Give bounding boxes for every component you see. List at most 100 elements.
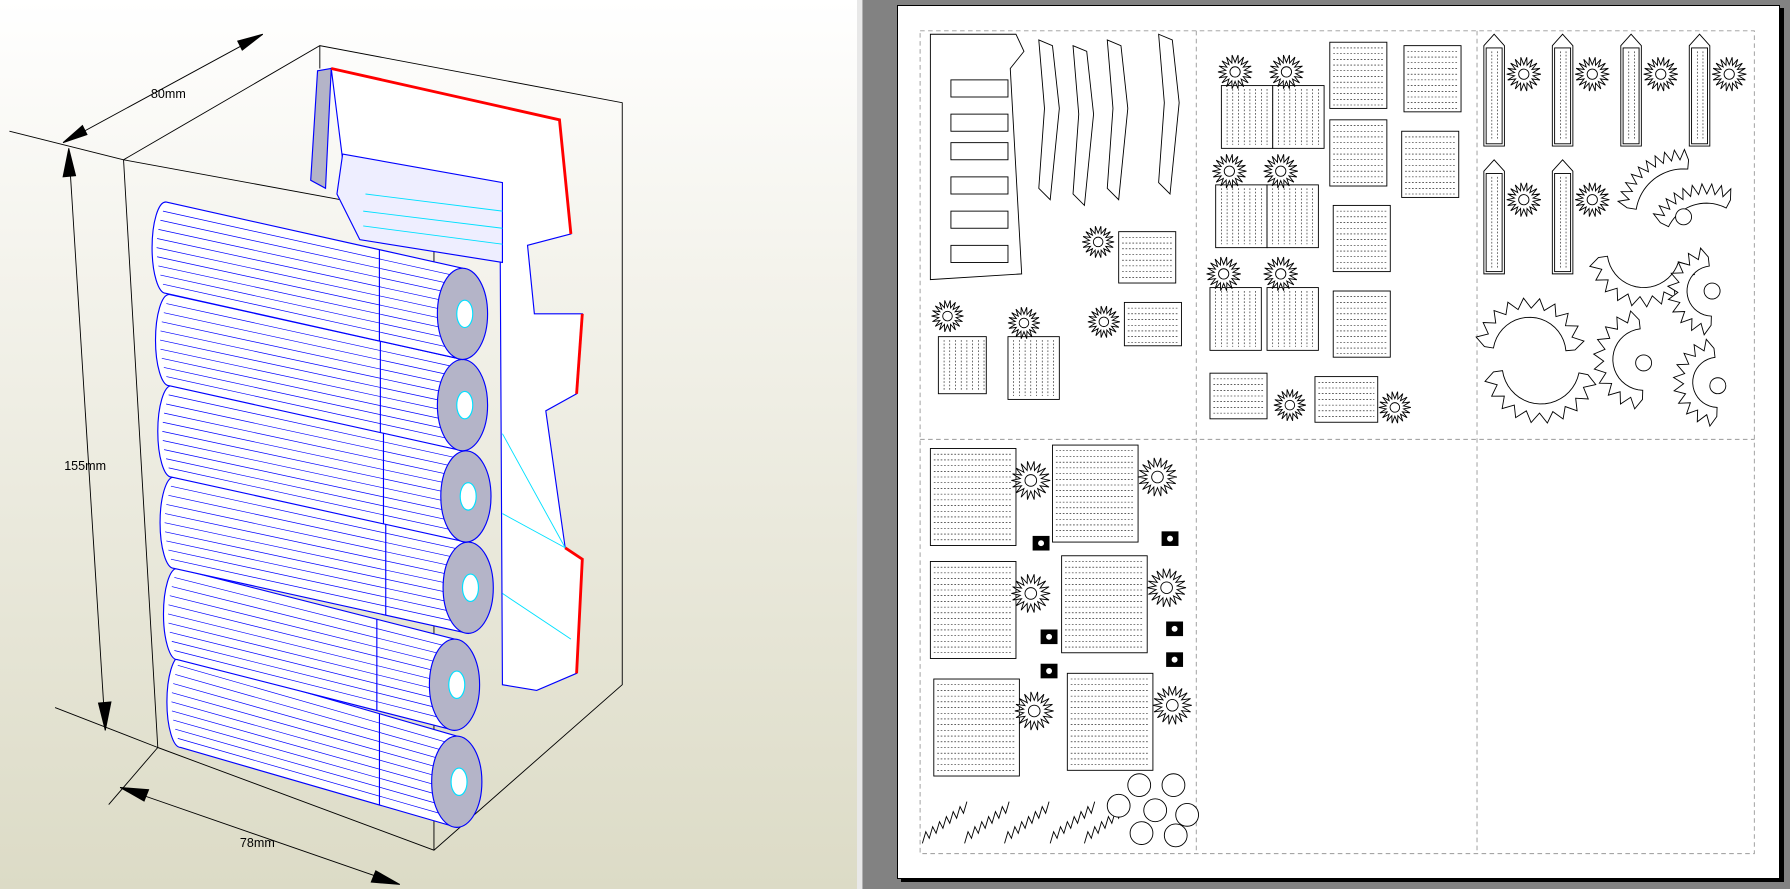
gear-arc-part: [1652, 182, 1732, 228]
dimension-annotations: [9, 33, 400, 885]
pattern-part: [1314, 376, 1379, 423]
gear-part: [1014, 691, 1054, 731]
pattern-part: [1403, 45, 1462, 113]
cylinder-hole: [448, 670, 466, 699]
pattern-part: [1118, 231, 1177, 284]
gear-part: [1082, 226, 1115, 258]
pattern-part: [1401, 130, 1460, 198]
cylinder-hole: [459, 482, 477, 511]
gear-part: [1712, 57, 1747, 92]
gear-part: [1011, 574, 1051, 613]
gear-arc-part: [1672, 338, 1718, 428]
slot: [950, 244, 1009, 263]
gear-arc-part: [1484, 370, 1597, 424]
pattern-part: [1622, 47, 1640, 145]
cylinder-hole: [456, 299, 474, 329]
slot: [950, 142, 1009, 161]
slot: [950, 113, 1009, 132]
thin-strip-part: [1106, 39, 1129, 201]
cylinder: [162, 567, 481, 732]
gear-part: [931, 300, 964, 333]
pattern-part: [1061, 555, 1148, 654]
gear-arc-part: [1666, 247, 1712, 336]
gear-part: [1137, 457, 1177, 497]
model-backplate: [310, 67, 584, 692]
gear-part: [1575, 182, 1610, 217]
pattern-part: [933, 678, 1020, 777]
slot: [950, 176, 1009, 195]
circle-part: [1127, 773, 1152, 798]
thin-strip-part: [1038, 39, 1060, 201]
circle-part: [1161, 773, 1186, 798]
cylinder-hole: [461, 573, 480, 602]
slot: [950, 210, 1009, 229]
pattern-part: [1332, 290, 1391, 358]
pattern-part: [1220, 85, 1274, 149]
gear-part: [1506, 57, 1542, 92]
circle-part: [1143, 798, 1168, 823]
pattern-part: [1215, 184, 1268, 249]
pattern-part: [1272, 85, 1325, 149]
gear-part: [1212, 154, 1247, 189]
zigzag-strip-part: [921, 801, 968, 844]
gear-part: [1506, 182, 1542, 217]
pattern-part: [1691, 47, 1708, 145]
gear-part: [1378, 391, 1411, 424]
gear-part: [1643, 57, 1678, 92]
pattern-part: [1485, 47, 1503, 145]
gear-arc-part: [1475, 297, 1585, 352]
pattern-part: [1066, 672, 1154, 771]
cylinder: [151, 201, 489, 361]
pattern-part: [929, 448, 1017, 546]
pattern-part: [1266, 184, 1319, 249]
depth-dimension-label: 80mm: [151, 87, 186, 101]
cylinder: [166, 655, 483, 829]
circle-part: [1175, 802, 1200, 827]
pattern-part: [1007, 336, 1060, 400]
cylinder-hole: [450, 767, 468, 796]
gear-part: [1269, 54, 1304, 89]
circle-part: [1106, 793, 1131, 818]
pattern-part: [1554, 173, 1572, 273]
slot: [950, 79, 1009, 98]
hole: [1675, 208, 1693, 226]
gear-part: [1263, 256, 1298, 291]
pattern-part: [1554, 47, 1572, 145]
pattern-part: [1329, 41, 1388, 109]
gear-arc-part: [1616, 148, 1690, 210]
circle-part: [1129, 821, 1154, 845]
gear-arc-part: [1592, 310, 1644, 410]
hole: [1709, 377, 1727, 395]
hole: [1703, 282, 1721, 300]
cylinder: [159, 476, 494, 635]
model-cylinders: [151, 201, 494, 829]
zigzag-strip-part: [1049, 801, 1096, 844]
gear-part: [1273, 389, 1306, 422]
page-grid-dashed: [919, 30, 1755, 855]
gear-part: [1152, 685, 1192, 725]
pattern-part: [929, 561, 1017, 659]
gear-part: [1206, 256, 1241, 291]
cylinder-hole: [456, 390, 474, 420]
width-dimension-label: 78mm: [240, 836, 275, 850]
panel-splitter[interactable]: [857, 0, 863, 889]
gear-part: [1147, 568, 1187, 607]
cylinder: [154, 293, 489, 452]
hole: [1635, 354, 1653, 372]
circle-part: [1163, 823, 1188, 848]
gear-arc-part: [1588, 255, 1696, 308]
gear-part: [1217, 54, 1253, 89]
pattern-part: [1485, 173, 1503, 273]
zigzag-strip-part: [1004, 801, 1050, 844]
zigzag-strip-part: [964, 801, 1010, 844]
pattern-part: [1266, 287, 1319, 351]
gear-part: [1263, 154, 1298, 189]
pattern-part: [1209, 287, 1262, 351]
thin-strip-part: [1072, 44, 1095, 207]
gear-part: [1575, 57, 1610, 92]
height-dimension-label: 155mm: [64, 459, 106, 473]
pattern-part: [1332, 204, 1391, 273]
pattern-part: [1329, 119, 1388, 187]
gear-part: [1011, 461, 1051, 500]
